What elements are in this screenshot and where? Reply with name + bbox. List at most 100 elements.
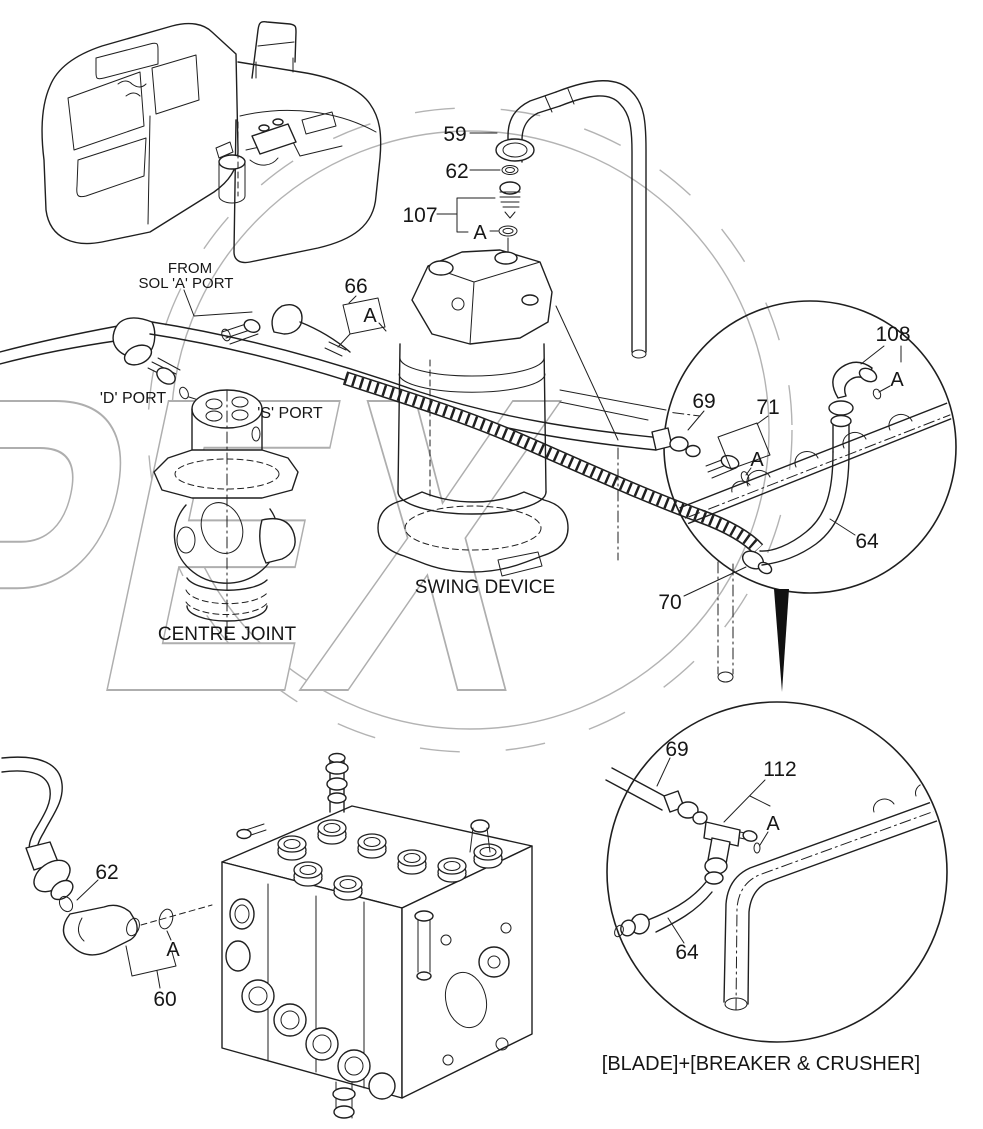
hose-60-line2: [1, 770, 51, 855]
valve-bolt-3: [442, 1054, 454, 1066]
bracket-71: [717, 415, 771, 476]
valve-hex-plug-4: [337, 1049, 371, 1083]
swing-body-bottom: [397, 491, 547, 515]
hose-69-ferrule: [651, 427, 673, 451]
tee-112-hex: [742, 830, 758, 842]
valve-bolt-2: [500, 922, 512, 934]
hose-59-line1: [555, 80, 647, 353]
roof-hatch: [95, 42, 159, 80]
roof-vents: [117, 80, 147, 97]
oring-d-port: [179, 386, 189, 400]
valve-stem-hex2: [326, 777, 348, 791]
hose-to-edge-bottom: [0, 339, 123, 365]
oring-112-a: [753, 842, 761, 854]
leader-64-top: [829, 518, 856, 536]
joint-side-boss: [251, 426, 261, 442]
hose-to-edge-top: [0, 325, 119, 353]
valve-stem-top: [328, 752, 346, 764]
valve-hex-plug-4i: [344, 1056, 364, 1076]
deck-top-edge: [239, 109, 377, 133]
hose-64b-line1: [647, 881, 707, 921]
hose-69-nut: [685, 444, 701, 458]
fitting-64-band: [830, 414, 852, 428]
callout-108-a: A: [890, 369, 904, 391]
oring-60-a: [158, 908, 174, 930]
elbow-59-outer: [507, 91, 557, 161]
callout-70: 70: [658, 591, 681, 614]
caption-d-port: 'D' PORT: [100, 390, 166, 407]
caption-centre-joint: CENTRE JOINT: [158, 624, 297, 645]
valve-hex-plug-3: [305, 1027, 339, 1061]
handrail: [251, 21, 297, 79]
swing-boss-3: [521, 294, 539, 306]
spiral-hose-coil: [343, 372, 763, 553]
oring-62-top: [501, 165, 519, 175]
hose-upper-line1: [151, 321, 663, 439]
detail-circle-top-outline: [663, 300, 957, 594]
pipe-bosses: [731, 413, 913, 493]
deck-hatch: [301, 111, 337, 135]
callout-108: 108: [875, 323, 910, 346]
nipple-71-hex: [720, 454, 740, 470]
hose-64-line1: [759, 451, 834, 552]
pipe-b-edge1: [723, 795, 945, 1003]
handrail-posts: [255, 41, 295, 79]
nut-59: [495, 138, 535, 162]
valve-right-oval: [444, 971, 488, 1029]
callout-labels: 59 62 107 A 66 A 69 71 A 108 A 64 70 62 …: [95, 123, 910, 1011]
callout-69-bottom: 69: [665, 738, 688, 761]
pipe-centerline: [666, 403, 954, 533]
top-hose-assembly-art: [495, 80, 647, 359]
valve-bottom-hex2: [333, 1105, 355, 1119]
joint-port-3: [205, 410, 223, 422]
hidden-tube-art: [617, 447, 734, 683]
callout-62-top: 62: [445, 160, 468, 183]
frame-context-line: [555, 305, 619, 441]
caption-configuration: [BLADE]+[BREAKER & CRUSHER]: [602, 1053, 920, 1075]
valve-bolt-4: [495, 1037, 509, 1051]
swing-foot-tab: [497, 551, 543, 577]
valve-spool-cap-7: [437, 857, 467, 883]
bracket-107: [436, 197, 499, 233]
callout-71: 71: [756, 396, 779, 419]
joint-port-4: [231, 409, 249, 421]
sol-oring: [221, 328, 231, 342]
callout-107-a: A: [473, 222, 487, 244]
nut-59-inner: [502, 142, 528, 158]
cab-lower-window: [76, 137, 147, 198]
leader-from-sol: [183, 289, 253, 317]
engine-fittings: [215, 141, 279, 166]
detail-top-pipe-group: [666, 399, 954, 533]
swing-port-hole: [451, 297, 465, 311]
cab-door-seam: [147, 115, 151, 225]
callout-107: 107: [402, 204, 437, 227]
sol-nipple-hex: [243, 319, 261, 333]
valve-hex-plug-2i: [280, 1010, 300, 1030]
centre-joint-art: [153, 389, 299, 641]
bracket-112: [723, 779, 771, 823]
valve-spool-cap-1: [277, 835, 307, 861]
valve-front-stem-hex: [414, 910, 434, 922]
joint-yoke-hole: [200, 502, 244, 554]
cab-outline: [41, 22, 239, 245]
watermark-gear: [147, 107, 793, 753]
valve-front-stem-tip: [416, 971, 432, 981]
hose-64-line2: [761, 451, 850, 566]
valve-spool-cap-8: [473, 843, 503, 869]
callout-71-a: A: [750, 449, 764, 471]
elbow-60-fitline: [140, 904, 213, 926]
valve-port-oval-1: [229, 898, 255, 930]
bracket-60: [125, 945, 177, 989]
valve-hex-plug-5: [368, 1072, 396, 1100]
elbow-nut-left: [123, 344, 153, 366]
joint-neck: [191, 408, 263, 453]
tee-112-band: [704, 871, 724, 885]
callout-59: 59: [443, 123, 466, 146]
solenoid-coil-2: [272, 118, 284, 126]
pipe-b-bosses: [873, 782, 937, 813]
detail-circle-bottom-outline: [606, 701, 948, 1043]
bracket-66: [337, 297, 387, 348]
detail-bottom-pipe-group: [723, 782, 945, 1011]
